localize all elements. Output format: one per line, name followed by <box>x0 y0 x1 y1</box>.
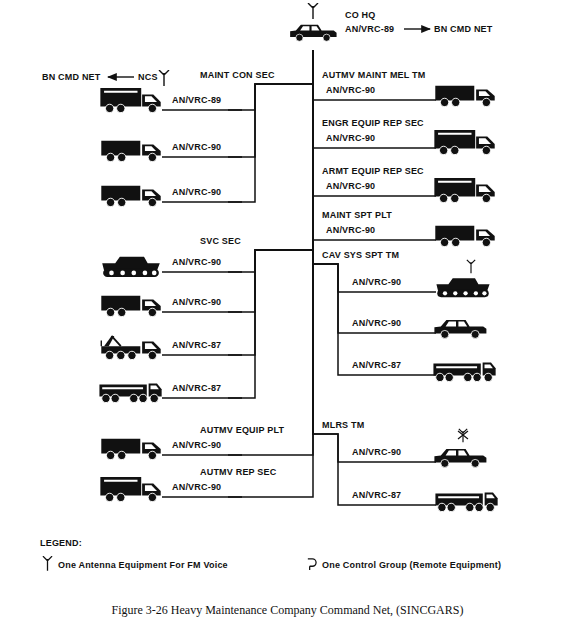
radio-label: AN/VRC-89 <box>172 95 221 106</box>
net-connector <box>228 50 313 455</box>
net-connector <box>313 50 322 100</box>
section-label: AUTMV MAINT MEL TM <box>322 70 425 81</box>
section-label: SVC SEC <box>200 236 241 247</box>
net-connector <box>313 50 322 148</box>
net-connector <box>228 50 313 398</box>
vehicle-icon <box>101 439 160 460</box>
vehicle-icon <box>100 88 160 113</box>
radio-label: AN/VRC-90 <box>172 187 221 198</box>
station-box: AN/VRC-90 <box>98 244 228 274</box>
vehicle-icon <box>101 336 160 360</box>
figure-caption: Figure 3-26 Heavy Maintenance Company Co… <box>0 603 575 617</box>
section-label: MAINT SPT PLT <box>322 210 392 221</box>
vehicle-icon <box>436 278 489 297</box>
section-label: AUTMV REP SEC <box>200 467 276 478</box>
station-box: AN/VRC-87 <box>98 370 228 400</box>
vehicle-icon <box>101 141 160 162</box>
radio-label: AN/VRC-90 <box>352 318 401 329</box>
stub-wire <box>322 100 436 505</box>
vehicle-icon <box>290 25 336 41</box>
station-box: AN/VRC-89 <box>98 82 228 112</box>
station-box: AN/VRC-90 <box>98 129 228 159</box>
net-connector <box>228 50 313 355</box>
vehicle-icon <box>435 493 497 512</box>
stub-wire <box>162 110 242 497</box>
station-box: AN/VRC-90 <box>348 305 500 335</box>
vehicle-icon <box>434 320 486 338</box>
vehicle-icon <box>434 449 486 467</box>
legend-control-symbol <box>308 559 316 570</box>
radio-label: AN/VRC-90 <box>326 225 375 236</box>
section-label: ARMT EQUIP REP SEC <box>322 166 424 177</box>
radio-label: AN/VRC-90 <box>352 447 401 458</box>
radio-label: AN/VRC-87 <box>172 383 221 394</box>
radio-label: AN/VRC-90 <box>352 277 401 288</box>
vehicle-icon <box>434 130 494 155</box>
section-label: NCS <box>138 72 158 83</box>
section-label: MLRS TM <box>322 420 364 431</box>
station-box: AN/VRC-87 <box>348 477 500 507</box>
vehicle-icon <box>435 226 494 247</box>
vehicle-icon <box>433 363 495 382</box>
net-arrow <box>404 28 430 29</box>
antenna-symbol <box>308 3 318 19</box>
vehicle-icon <box>101 296 160 317</box>
net-connector <box>228 50 313 312</box>
radio-label: AN/VRC-90 <box>172 482 221 493</box>
section-label: CAV SYS SPT TM <box>322 250 399 261</box>
station-box: AN/VRC-90 <box>98 174 228 204</box>
legend-text: One Antenna Equipment For FM Voice <box>58 560 228 571</box>
section-label: BN CMD NET <box>42 72 101 83</box>
section-label: MAINT CON SEC <box>200 70 275 81</box>
radio-label: AN/VRC-90 <box>172 257 221 268</box>
legend-text: One Control Group (Remote Equipment) <box>322 560 501 571</box>
net-arrow <box>108 76 134 77</box>
radio-label: AN/VRC-87 <box>352 360 401 371</box>
antenna-symbol <box>459 429 467 442</box>
radio-label: AN/VRC-90 <box>326 181 375 192</box>
legend-antenna-symbol <box>43 556 52 571</box>
vehicle-icon <box>435 86 494 107</box>
antenna-symbol <box>159 70 169 86</box>
radio-label: AN/VRC-90 <box>172 440 221 451</box>
vehicle-icon <box>99 384 161 403</box>
antenna-cross <box>458 431 468 439</box>
station-box: AN/VRC-87 <box>98 327 228 357</box>
radio-label: AN/VRC-90 <box>172 297 221 308</box>
radio-label: AN/VRC-90 <box>326 133 375 144</box>
antenna-symbol <box>467 260 475 273</box>
station-box: AN/VRC-90 <box>348 264 500 294</box>
radio-label: AN/VRC-87 <box>172 340 221 351</box>
legend-heading: LEGEND: <box>40 538 82 549</box>
net-connector <box>228 50 313 157</box>
vehicle-icon <box>102 257 160 277</box>
section-label: AUTMV EQUIP PLT <box>200 425 284 436</box>
vehicle-icon <box>434 178 494 203</box>
net-connector <box>313 50 322 196</box>
vehicle-icon <box>100 477 160 502</box>
radio-label: AN/VRC-89 <box>345 24 394 35</box>
section-label: BN CMD NET <box>434 24 493 35</box>
vehicle-icon <box>101 186 160 207</box>
section-label: ENGR EQUIP REP SEC <box>322 118 424 129</box>
radio-label: AN/VRC-90 <box>172 142 221 153</box>
station-box: AN/VRC-90 <box>348 434 500 464</box>
radio-label: CO HQ <box>345 10 376 21</box>
radio-label: AN/VRC-87 <box>352 490 401 501</box>
radio-label: AN/VRC-90 <box>326 85 375 96</box>
net-connector <box>313 50 322 240</box>
station-box: AN/VRC-87 <box>348 347 500 377</box>
station-box: AN/VRC-90 <box>98 284 228 314</box>
station-box: CO HQ AN/VRC-89 <box>288 8 399 50</box>
